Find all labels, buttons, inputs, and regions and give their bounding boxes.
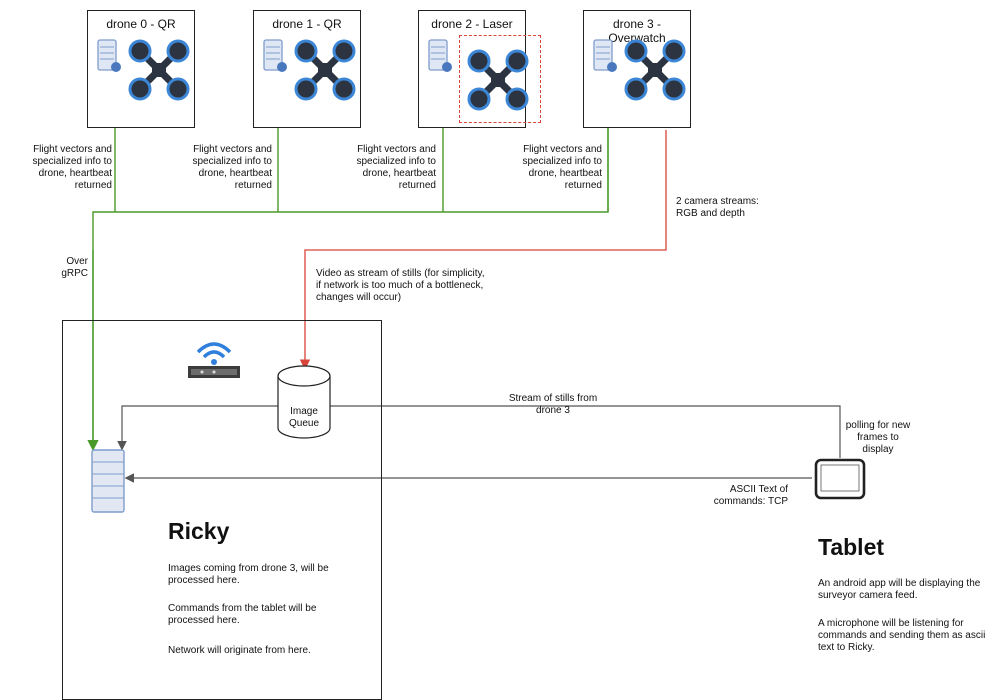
camera-streams-label: 2 camera streams: RGB and depth [676,196,759,219]
grpc-bus [87,70,614,452]
drone-2-title: drone 2 - Laser [431,17,513,31]
camera-stream-line [299,130,667,370]
quadcopter-icon [467,49,529,111]
drone-1-title: drone 1 - QR [272,17,342,31]
drone-3-title: drone 3 - Overwatch [608,17,666,45]
quadcopter-icon [128,39,190,101]
flight-vectors-label-3: Flight vectors and specialized info to d… [522,144,603,191]
wifi-router-icon [188,342,240,378]
ascii-text-label: ASCII Text of commands: TCP [713,484,788,507]
flight-vectors-label-1: Flight vectors and specialized info to d… [192,144,273,191]
quadcopter-icon [624,39,686,101]
still-stream-line [117,405,841,458]
image-queue-label: Image Queue [288,406,320,429]
ricky-paragraph-2: Commands from the tablet will be process… [168,603,317,626]
drone-0-box: drone 0 - QR [87,10,195,128]
server-icon [428,39,452,72]
server-icon [593,39,617,72]
ricky-paragraph-1: Images coming from drone 3, will be proc… [168,563,329,586]
polling-label: polling for new frames to display [845,420,911,455]
quadcopter-icon [294,39,356,101]
image-queue-cylinder-icon [277,365,331,439]
drone-0-title: drone 0 - QR [106,17,176,31]
server-icon [263,39,287,72]
tablet-title: Tablet [818,534,885,560]
laser-selection-box [459,35,541,123]
tablet-paragraph-2: A microphone will be listening for comma… [818,618,986,653]
flight-vectors-label-2: Flight vectors and specialized info to d… [356,144,437,191]
video-stills-label: Video as stream of stills (for simplicit… [316,268,485,303]
server-tower-icon [91,449,125,513]
ricky-title: Ricky [168,518,230,544]
drone-3-box: drone 3 - Overwatch [583,10,691,128]
tablet-icon [814,458,866,500]
stream-stills-label: Stream of stills from drone 3 [508,393,598,416]
tablet-paragraph-1: An android app will be displaying the su… [818,578,981,601]
flight-vectors-label-0: Flight vectors and specialized info to d… [32,144,113,191]
ricky-paragraph-3: Network will originate from here. [168,645,311,656]
over-grpc-label: Over gRPC [61,256,88,279]
server-icon [97,39,121,72]
drone-2-box: drone 2 - Laser [418,10,541,128]
drone-1-box: drone 1 - QR [253,10,361,128]
